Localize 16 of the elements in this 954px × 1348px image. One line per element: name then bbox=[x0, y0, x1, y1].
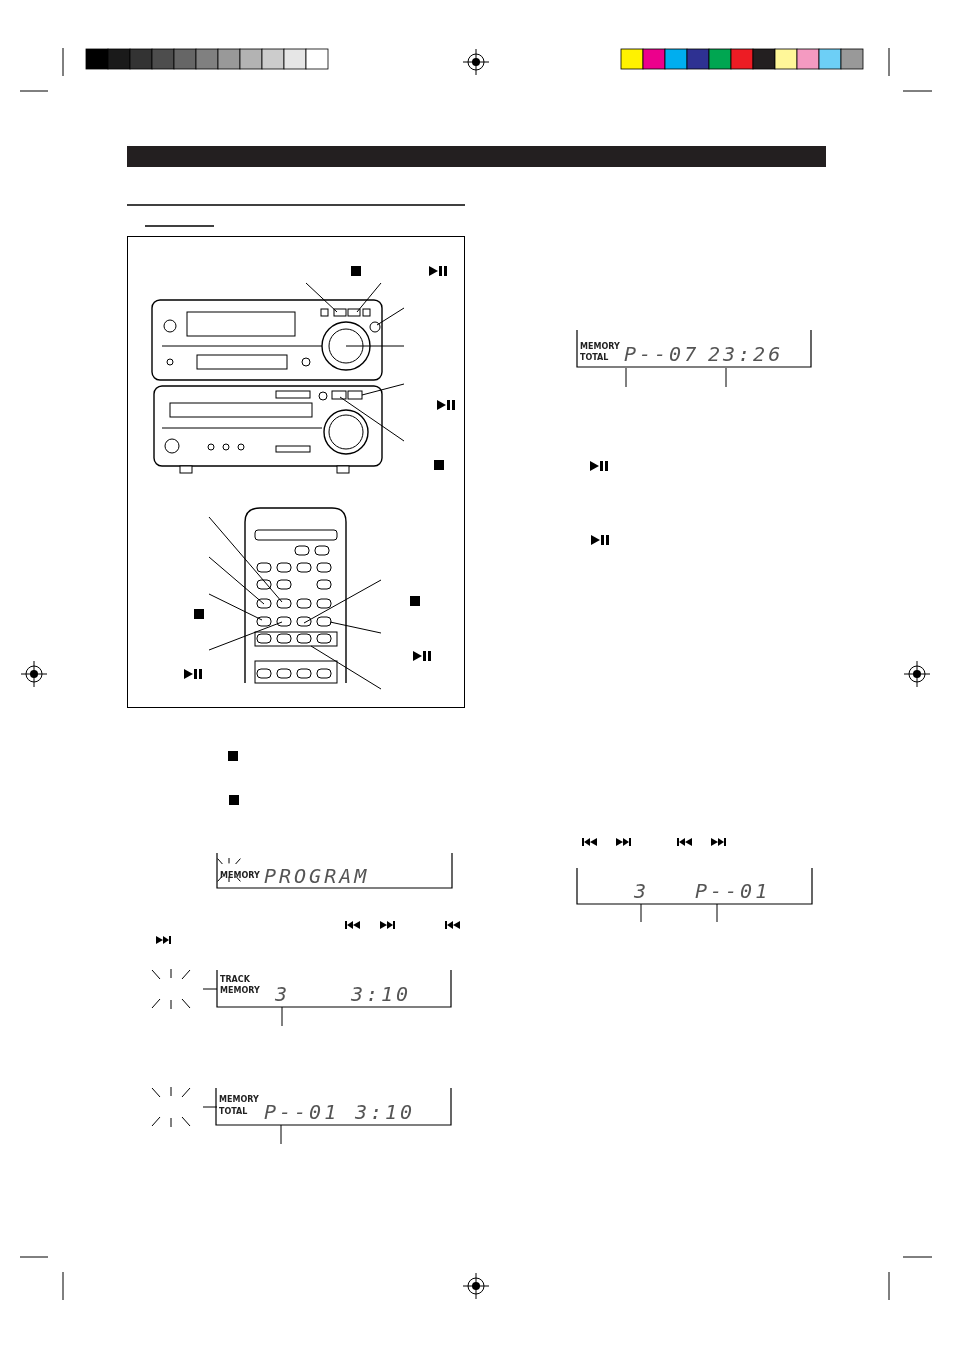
display-readout: P--01 bbox=[264, 1102, 340, 1122]
display-readout: 23:26 bbox=[708, 344, 784, 364]
indicator-label: MEMORY bbox=[220, 987, 260, 995]
display-readout: 3 bbox=[634, 881, 650, 901]
display-readout: P--01 bbox=[695, 881, 771, 901]
indicator-label: TOTAL bbox=[219, 1108, 248, 1116]
indicator-label: MEMORY bbox=[219, 1096, 259, 1104]
indicator-label: MEMORY bbox=[580, 343, 620, 351]
indicator-label: TRACK bbox=[220, 976, 250, 984]
display-readout: P--07 bbox=[624, 344, 700, 364]
indicator-label: MEMORY bbox=[220, 872, 260, 880]
display-readout: 3:10 bbox=[351, 984, 412, 1004]
display-readout: 3 bbox=[275, 984, 291, 1004]
display-readout: 3:10 bbox=[355, 1102, 416, 1122]
display-readout: PROGRAM bbox=[264, 866, 370, 886]
indicator-label: TOTAL bbox=[580, 354, 609, 362]
